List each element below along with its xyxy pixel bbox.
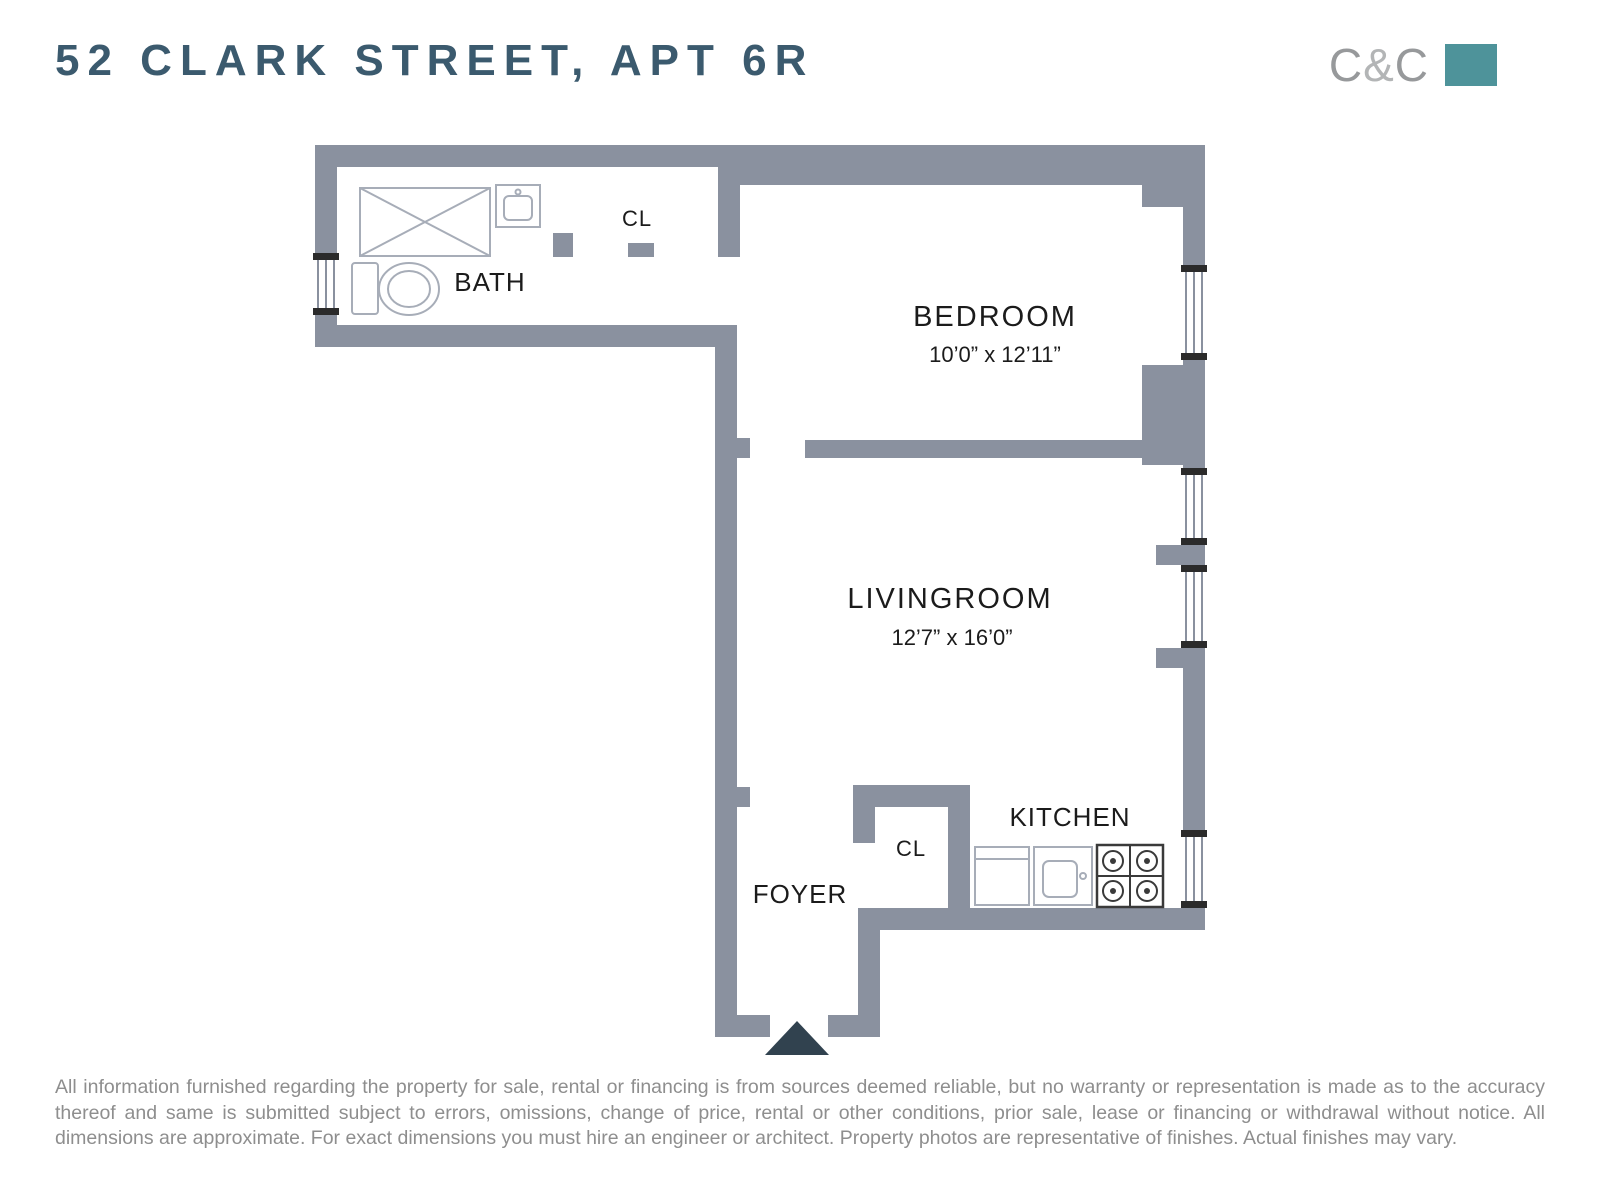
closet-foyer-label: CL xyxy=(896,836,926,861)
entrance-arrow-icon xyxy=(765,1021,829,1055)
bedroom-dimensions: 10’0” x 12’11” xyxy=(929,342,1061,367)
window-icon xyxy=(1181,565,1207,648)
kitchen-sink-icon xyxy=(1033,846,1093,906)
bath-sink-icon xyxy=(495,184,541,228)
livingroom-label: LIVINGROOM xyxy=(847,583,1052,615)
window-icon xyxy=(313,253,339,315)
kitchen-label: KITCHEN xyxy=(1009,802,1130,832)
window-icon xyxy=(1181,265,1207,360)
counter-icon xyxy=(974,846,1030,906)
logo-square-icon xyxy=(1445,44,1497,86)
closet-top-label: CL xyxy=(622,206,652,231)
logo-letter: C xyxy=(1394,39,1429,91)
livingroom-dimensions: 12’7” x 16’0” xyxy=(891,625,1012,650)
logo-letter: C xyxy=(1328,39,1364,91)
toilet-icon xyxy=(351,262,440,316)
disclaimer-text: All information furnished regarding the … xyxy=(55,1076,1545,1150)
bedroom-label: BEDROOM xyxy=(913,301,1077,333)
page-title: 52 CLARK STREET, APT 6R xyxy=(55,36,815,85)
brand-logo: C&C xyxy=(1329,38,1497,92)
window-icon xyxy=(1181,830,1207,908)
foyer-label: FOYER xyxy=(753,879,848,909)
logo-text: C&C xyxy=(1329,38,1429,92)
stove-icon xyxy=(1095,843,1165,909)
shower-icon xyxy=(359,187,491,257)
window-icon xyxy=(1181,468,1207,545)
bath-label: BATH xyxy=(454,267,525,297)
logo-ampersand: & xyxy=(1363,39,1395,91)
